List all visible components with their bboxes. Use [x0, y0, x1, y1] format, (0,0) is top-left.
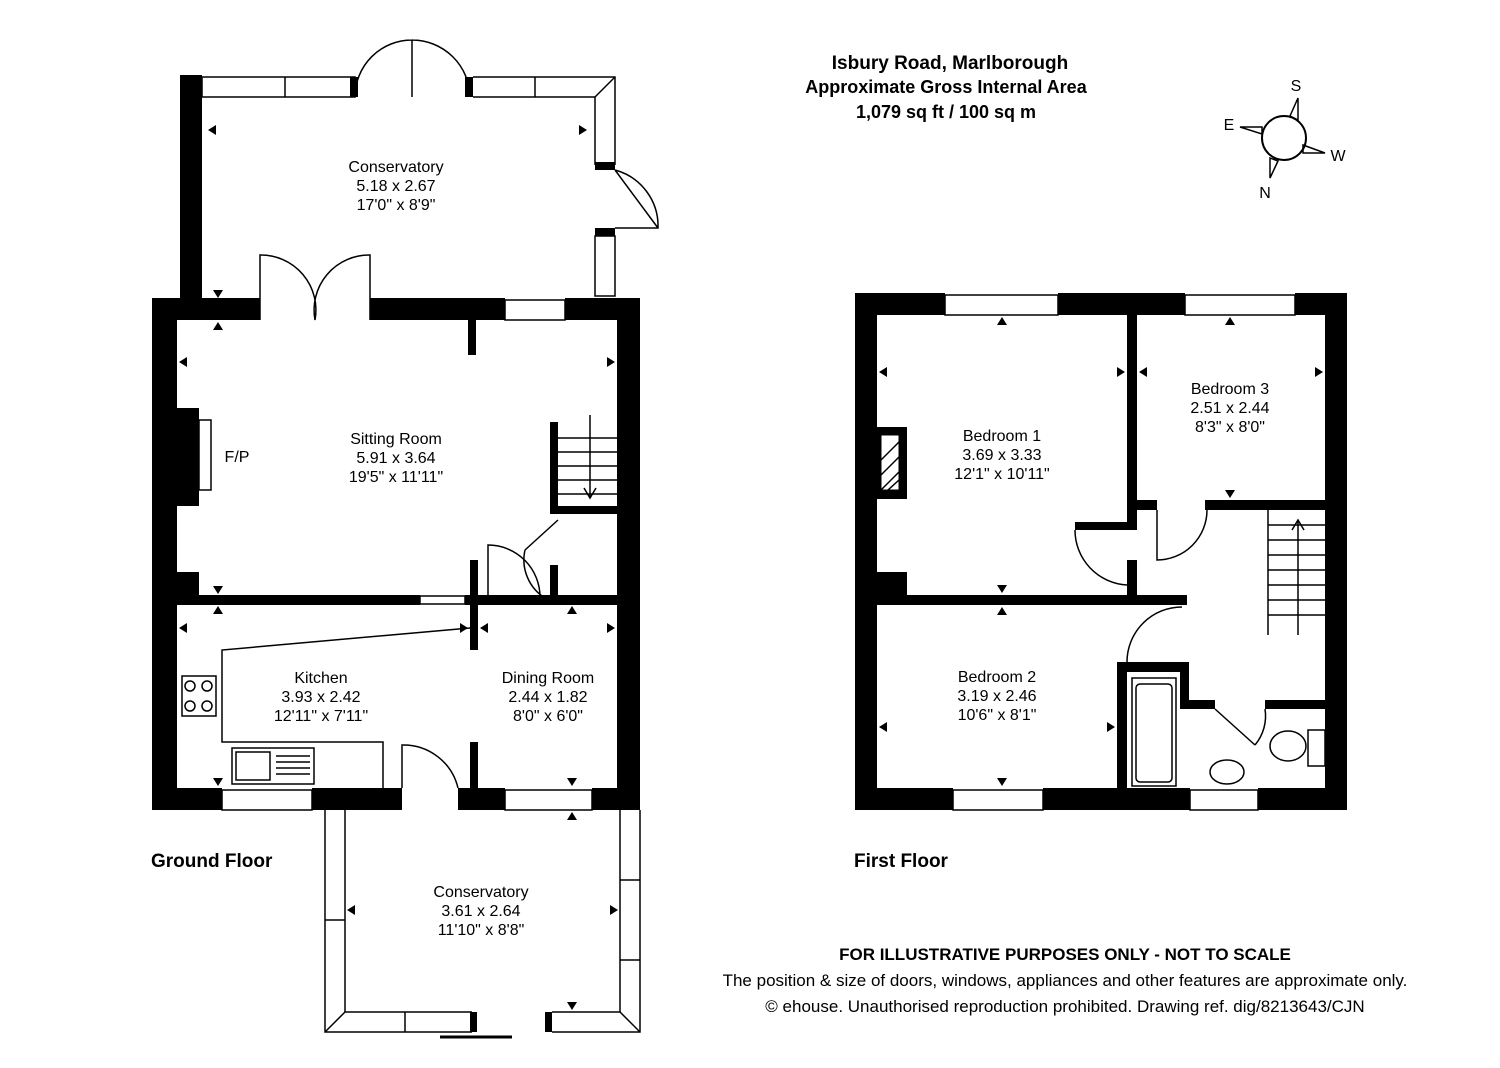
room-kitchen: Kitchen 3.93 x 2.42 12'11" x 7'11" — [274, 670, 368, 725]
room-conservatory-top: Conservatory 5.18 x 2.67 17'0" x 8'9" — [348, 159, 443, 214]
room-dining-room: Dining Room 2.44 x 1.82 8'0" x 6'0" — [502, 670, 594, 725]
svg-text:Bedroom 3: Bedroom 3 — [1191, 381, 1269, 398]
room-bedroom-3: Bedroom 3 2.51 x 2.44 8'3" x 8'0" — [1190, 381, 1269, 436]
svg-text:12'11" x 7'11": 12'11" x 7'11" — [274, 708, 368, 725]
compass-n: N — [1259, 185, 1271, 202]
svg-text:Conservatory: Conservatory — [433, 884, 528, 901]
disclaimer-heading: FOR ILLUSTRATIVE PURPOSES ONLY - NOT TO … — [839, 945, 1291, 964]
svg-text:11'10" x 8'8": 11'10" x 8'8" — [438, 922, 525, 939]
svg-text:Dining Room: Dining Room — [502, 670, 594, 687]
first-floor-plan — [855, 293, 1347, 811]
compass-rose-icon: S E W N — [1224, 78, 1347, 202]
svg-text:10'6" x 8'1": 10'6" x 8'1" — [958, 707, 1037, 724]
svg-text:19'5" x 11'11": 19'5" x 11'11" — [349, 469, 443, 486]
svg-text:2.44 x 1.82: 2.44 x 1.82 — [508, 689, 587, 706]
dimension-arrows — [179, 125, 1323, 1010]
svg-text:Sitting Room: Sitting Room — [350, 431, 442, 448]
svg-text:Bedroom 1: Bedroom 1 — [963, 428, 1041, 445]
svg-text:5.18 x 2.67: 5.18 x 2.67 — [356, 178, 435, 195]
property-title: Isbury Road, Marlborough — [832, 53, 1068, 74]
svg-text:17'0" x 8'9": 17'0" x 8'9" — [357, 197, 436, 214]
svg-text:Bedroom 2: Bedroom 2 — [958, 669, 1036, 686]
svg-text:3.69 x 3.33: 3.69 x 3.33 — [962, 447, 1041, 464]
svg-text:8'0" x 6'0": 8'0" x 6'0" — [513, 708, 583, 725]
fireplace-label: F/P — [225, 449, 250, 466]
room-sitting-room: Sitting Room 5.91 x 3.64 19'5" x 11'11" — [349, 431, 443, 486]
svg-text:3.19 x 2.46: 3.19 x 2.46 — [957, 688, 1036, 705]
main-block-walls — [152, 254, 640, 811]
svg-text:Conservatory: Conservatory — [348, 159, 443, 176]
compass-w: W — [1330, 148, 1346, 165]
disclaimer-text: The position & size of doors, windows, a… — [723, 971, 1408, 990]
svg-text:8'3" x 8'0": 8'3" x 8'0" — [1195, 419, 1265, 436]
area-subtitle: Approximate Gross Internal Area — [805, 77, 1087, 97]
svg-text:12'1" x 10'11": 12'1" x 10'11" — [954, 466, 1049, 483]
copyright-text: © ehouse. Unauthorised reproduction proh… — [765, 997, 1364, 1016]
svg-text:2.51 x 2.44: 2.51 x 2.44 — [1190, 400, 1269, 417]
room-bedroom-2: Bedroom 2 3.19 x 2.46 10'6" x 8'1" — [957, 669, 1036, 724]
compass-e: E — [1224, 117, 1235, 134]
svg-text:5.91 x 3.64: 5.91 x 3.64 — [356, 450, 435, 467]
room-bedroom-1: Bedroom 1 3.69 x 3.33 12'1" x 10'11" — [954, 428, 1049, 483]
svg-text:3.61 x 2.64: 3.61 x 2.64 — [441, 903, 520, 920]
ground-floor-label: Ground Floor — [151, 851, 273, 872]
svg-text:3.93 x 2.42: 3.93 x 2.42 — [281, 689, 360, 706]
conservatory-top-walls — [180, 39, 659, 300]
room-conservatory-bottom: Conservatory 3.61 x 2.64 11'10" x 8'8" — [433, 884, 528, 939]
svg-text:Kitchen: Kitchen — [294, 670, 347, 687]
compass-s: S — [1291, 78, 1302, 95]
first-floor-label: First Floor — [854, 851, 949, 872]
area-value: 1,079 sq ft / 100 sq m — [856, 102, 1036, 122]
ground-floor-plan — [152, 39, 659, 1039]
conservatory-bottom-walls — [324, 810, 641, 1039]
